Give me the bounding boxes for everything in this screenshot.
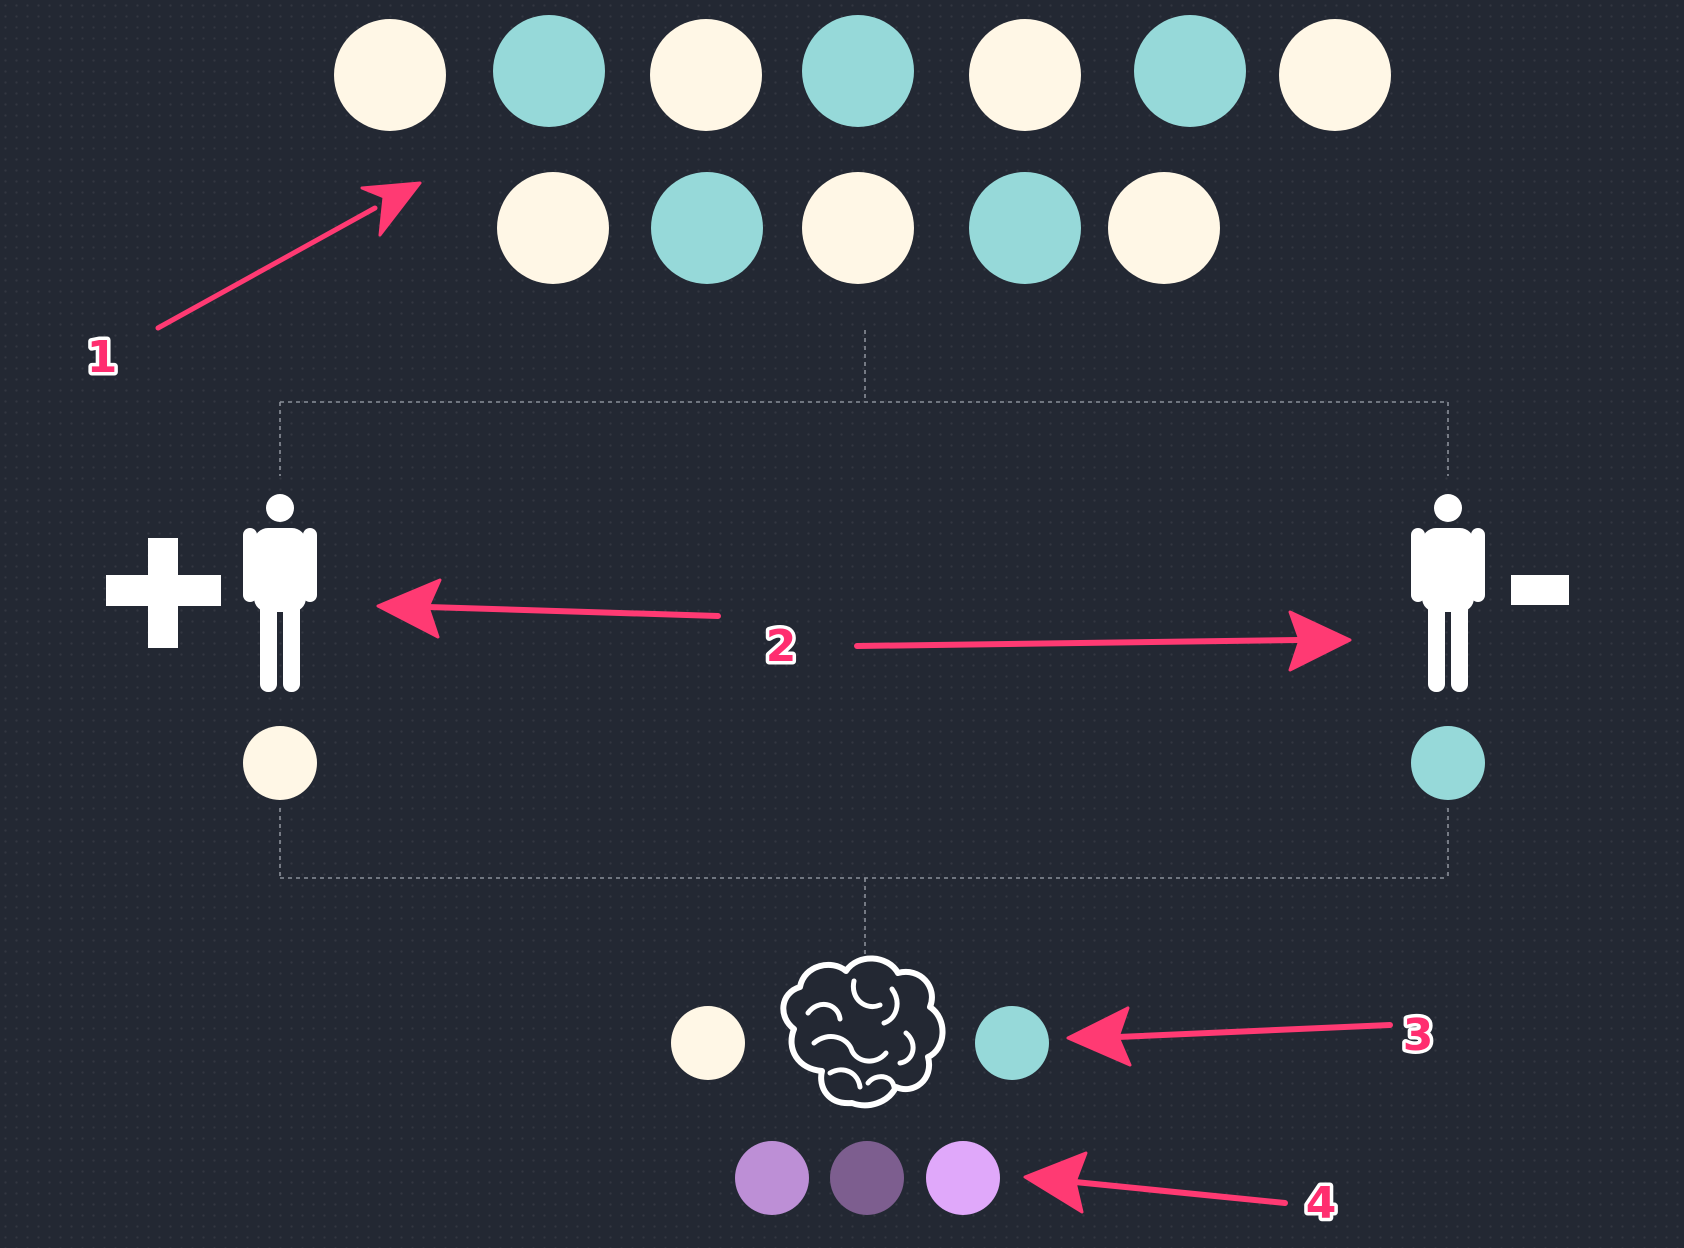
plus-sign-icon [106,538,221,648]
negative-sample-dot [1411,726,1485,800]
person-icon [243,494,317,692]
negative-group [1411,494,1569,800]
learner-sample-right [975,1006,1049,1080]
annotation-labels: 1 2 3 4 [83,329,1437,1233]
connector-lines [279,330,1449,958]
top-split-connector [279,330,1449,476]
arrow-1 [155,181,422,331]
population-dot [497,172,609,284]
population-dot [802,172,914,284]
label-2: 2 [766,621,797,672]
population-dot [802,15,914,127]
population-dot [1279,19,1391,131]
label-4: 4 [1306,1178,1337,1229]
output-dot [830,1141,904,1215]
label-1: 1 [87,332,118,383]
learner-group [671,955,1049,1109]
arrow-2-left [376,578,721,639]
population-dot [493,15,605,127]
label-3: 3 [1403,1010,1434,1061]
population-dot [969,172,1081,284]
person-icon [1411,494,1485,692]
minus-sign-icon [1511,575,1569,605]
output-samples [735,1141,1000,1215]
brain-icon [780,955,946,1109]
population-dot [650,19,762,131]
population-dot [651,172,763,284]
positive-sample-dot [243,726,317,800]
population-dot [1108,172,1220,284]
learner-sample-left [671,1006,745,1080]
annotation-arrows [155,181,1393,1214]
bottom-merge-connector [279,808,1449,958]
arrow-3 [1066,1006,1393,1067]
arrow-2-right [854,610,1352,672]
population-dot [334,19,446,131]
output-dot [926,1141,1000,1215]
population-samples [334,15,1391,284]
population-dot [969,19,1081,131]
positive-group [106,494,317,800]
output-dot [735,1141,809,1215]
population-dot [1134,15,1246,127]
arrow-4 [1023,1151,1288,1214]
